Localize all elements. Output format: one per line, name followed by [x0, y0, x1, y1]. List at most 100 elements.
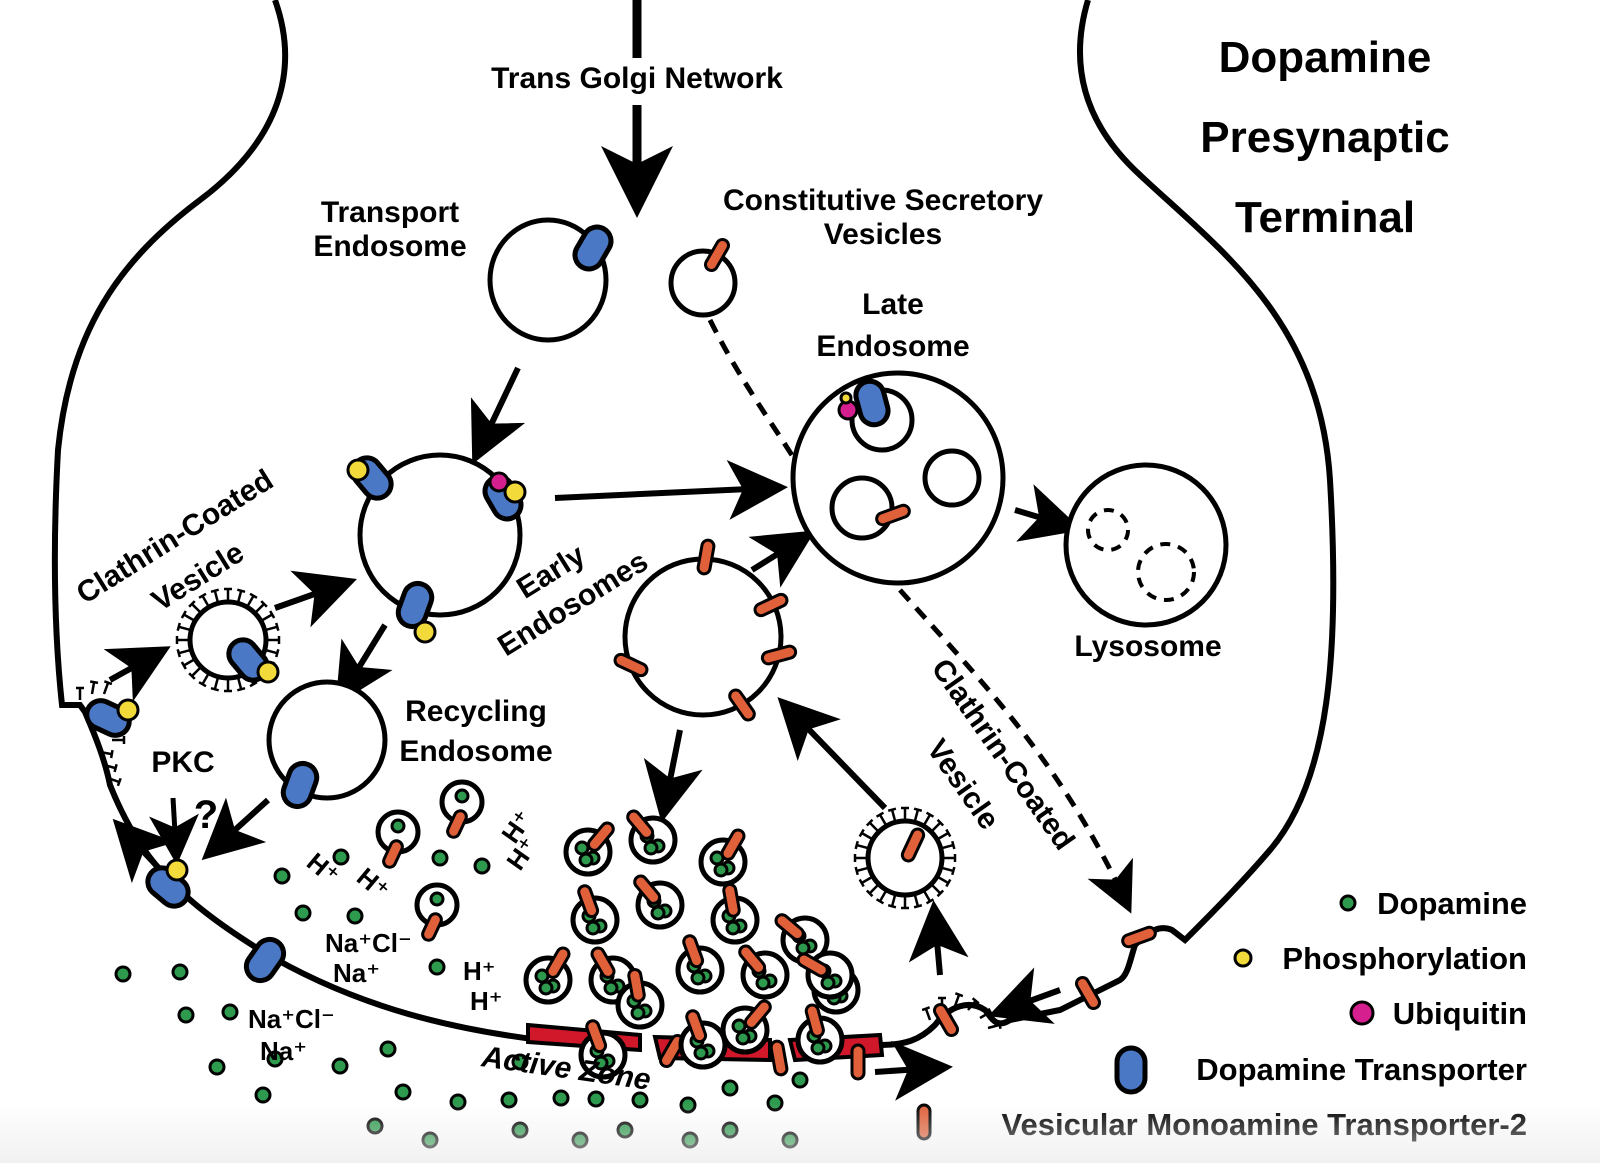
- clathrin-bristle-cap: [188, 600, 196, 608]
- label-trans-golgi: Trans Golgi Network: [491, 62, 783, 95]
- dopamine-dot: [254, 1086, 272, 1104]
- synaptic-vesicle: [633, 874, 685, 930]
- vmat2-body: [1075, 975, 1101, 1011]
- dopamine-dot: [294, 904, 312, 922]
- clathrin-bristle: [967, 1000, 977, 1011]
- dopamine-dot: [500, 1091, 518, 1109]
- dopamine-dot: [721, 1121, 739, 1139]
- clathrin-bristle-cap: [913, 807, 923, 812]
- dopamine-dot: [266, 1050, 284, 1068]
- dopamine-transporter: [280, 760, 320, 810]
- phosphorylation-marker: [165, 858, 189, 882]
- vmat2-transporter: [774, 913, 805, 942]
- clathrin-bristle: [213, 676, 220, 690]
- clathrin-bristle-cap: [210, 687, 219, 692]
- clathrin-bristle: [979, 1010, 992, 1020]
- vmat2-body: [796, 952, 829, 978]
- vmat2-body: [804, 1003, 825, 1038]
- dopamine-dot: [578, 852, 594, 868]
- clathrin-bristle-cap: [188, 672, 196, 680]
- clathrin-bristle: [924, 1008, 932, 1021]
- dopamine-molecules: [114, 848, 809, 1149]
- clathrin-bristle-cap: [945, 828, 952, 838]
- clathrin-pit-left: [76, 680, 126, 787]
- clathrin-bristle-cap: [89, 680, 99, 685]
- vmat2-transporter: [900, 827, 926, 863]
- clathrin-bristle: [953, 994, 961, 1007]
- dat-body: [243, 936, 287, 984]
- dopamine-dot: [731, 1018, 747, 1034]
- vmat2-body: [774, 913, 805, 942]
- dopamine-dot: [574, 840, 590, 856]
- clathrin-bristle: [940, 843, 954, 850]
- dopamine-dot: [421, 1131, 439, 1149]
- vmat2-body: [738, 944, 767, 975]
- clathrin-bristle: [90, 681, 96, 695]
- vmat2-transporter: [590, 946, 616, 979]
- arrow-ccv-to-early-vmat: [777, 697, 888, 811]
- clathrin-bristle: [890, 809, 897, 823]
- dopamine-dot: [681, 1131, 699, 1149]
- dopamine-dot: [643, 840, 659, 856]
- synaptic-vesicle: [738, 944, 790, 1000]
- dat-body: [572, 224, 614, 272]
- phosphorylation-marker: [503, 480, 527, 504]
- vmat2-body: [685, 1009, 708, 1044]
- clathrin-bristle: [102, 682, 110, 695]
- clathrin-bristle-cap: [249, 592, 258, 599]
- synaptic-vesicle: [698, 828, 748, 887]
- clathrin-bristle: [201, 595, 211, 608]
- dopamine-dot: [273, 867, 291, 885]
- vmat2-body: [875, 503, 911, 527]
- clathrin-bristle: [878, 889, 888, 902]
- vmat2-transporter: [933, 1002, 959, 1038]
- clathrin-bristle: [936, 875, 949, 885]
- clathrin-bristle: [260, 613, 273, 623]
- dopamine-dot: [511, 1121, 529, 1139]
- dopamine-transporter: [395, 580, 435, 630]
- clathrin-bristle-cap: [875, 811, 885, 818]
- clathrin-bristle-cap: [854, 866, 859, 876]
- dopamine-dot: [332, 848, 350, 866]
- clathrin-bristle-cap: [945, 878, 952, 888]
- clathrin-coated-vesicle-right: [853, 806, 957, 910]
- dopamine-transporter: [853, 378, 891, 428]
- dopamine-dot: [725, 920, 741, 936]
- vmat2-transporter: [685, 1009, 708, 1044]
- arrow-recycling-to-membrane: [201, 797, 271, 861]
- clathrin-bristle-cap: [269, 610, 276, 619]
- dopamine-dot: [616, 1121, 634, 1139]
- legend-phosphorylation-swatch: [1233, 948, 1253, 968]
- vmat2-body: [760, 644, 798, 666]
- legend-dopamine-label: Dopamine: [1377, 886, 1527, 921]
- synaptic-vesicle: [774, 913, 830, 965]
- dopamine-dot: [449, 1093, 467, 1111]
- clathrin-bristle-cap: [971, 997, 980, 1005]
- clathrin-bristle: [236, 590, 243, 604]
- lysosome: [1063, 462, 1229, 628]
- dopamine-dot: [208, 1058, 226, 1076]
- clathrin-bristle: [178, 648, 192, 655]
- dopamine-dot: [114, 965, 132, 983]
- dopamine-dot: [690, 970, 706, 986]
- clathrin-bristle-cap: [951, 840, 956, 850]
- clathrin-bristle: [201, 672, 211, 685]
- vmat2-body: [626, 809, 655, 840]
- arrow-pkc: [149, 797, 199, 865]
- vmat2-transporter: [696, 538, 716, 576]
- vmat2-transporter: [722, 882, 741, 918]
- dopamine-dot: [428, 958, 446, 976]
- vmat2-body: [613, 652, 649, 678]
- vmat2-transporter: [850, 1043, 866, 1081]
- vmat2-transporter: [633, 874, 662, 905]
- vmat2-transporter: [577, 884, 600, 919]
- clathrin-bristle-cap: [865, 889, 874, 898]
- clathrin-bristle-cap: [887, 807, 897, 812]
- synaptic-vesicle: [615, 967, 665, 1030]
- clathrin-bristle: [922, 814, 932, 827]
- clathrin-bristle: [922, 889, 932, 902]
- clathrin-bristle-cap: [925, 811, 935, 818]
- clathrin-bristle: [930, 821, 942, 833]
- clathrin-bristle: [183, 613, 196, 623]
